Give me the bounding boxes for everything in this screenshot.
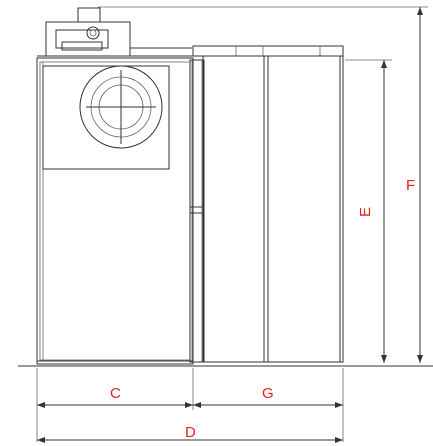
- dimension-e: E: [345, 59, 392, 363]
- dimension-g: G: [193, 385, 343, 408]
- dimension-c: C: [37, 385, 193, 408]
- right-cabinet: [192, 45, 344, 363]
- top-motor-unit: [37, 7, 193, 57]
- hinge-door-strip: [189, 59, 205, 363]
- dimension-f: F: [98, 6, 428, 363]
- dimension-d: D: [37, 424, 343, 443]
- dimension-e-label: E: [357, 207, 374, 217]
- dimension-f-label: F: [406, 177, 415, 194]
- dimension-d-label: D: [185, 424, 196, 441]
- fan-panel: [42, 65, 170, 170]
- dimension-c-label: C: [110, 385, 121, 402]
- left-cabinet: [36, 57, 194, 365]
- dimension-g-label: G: [262, 385, 274, 402]
